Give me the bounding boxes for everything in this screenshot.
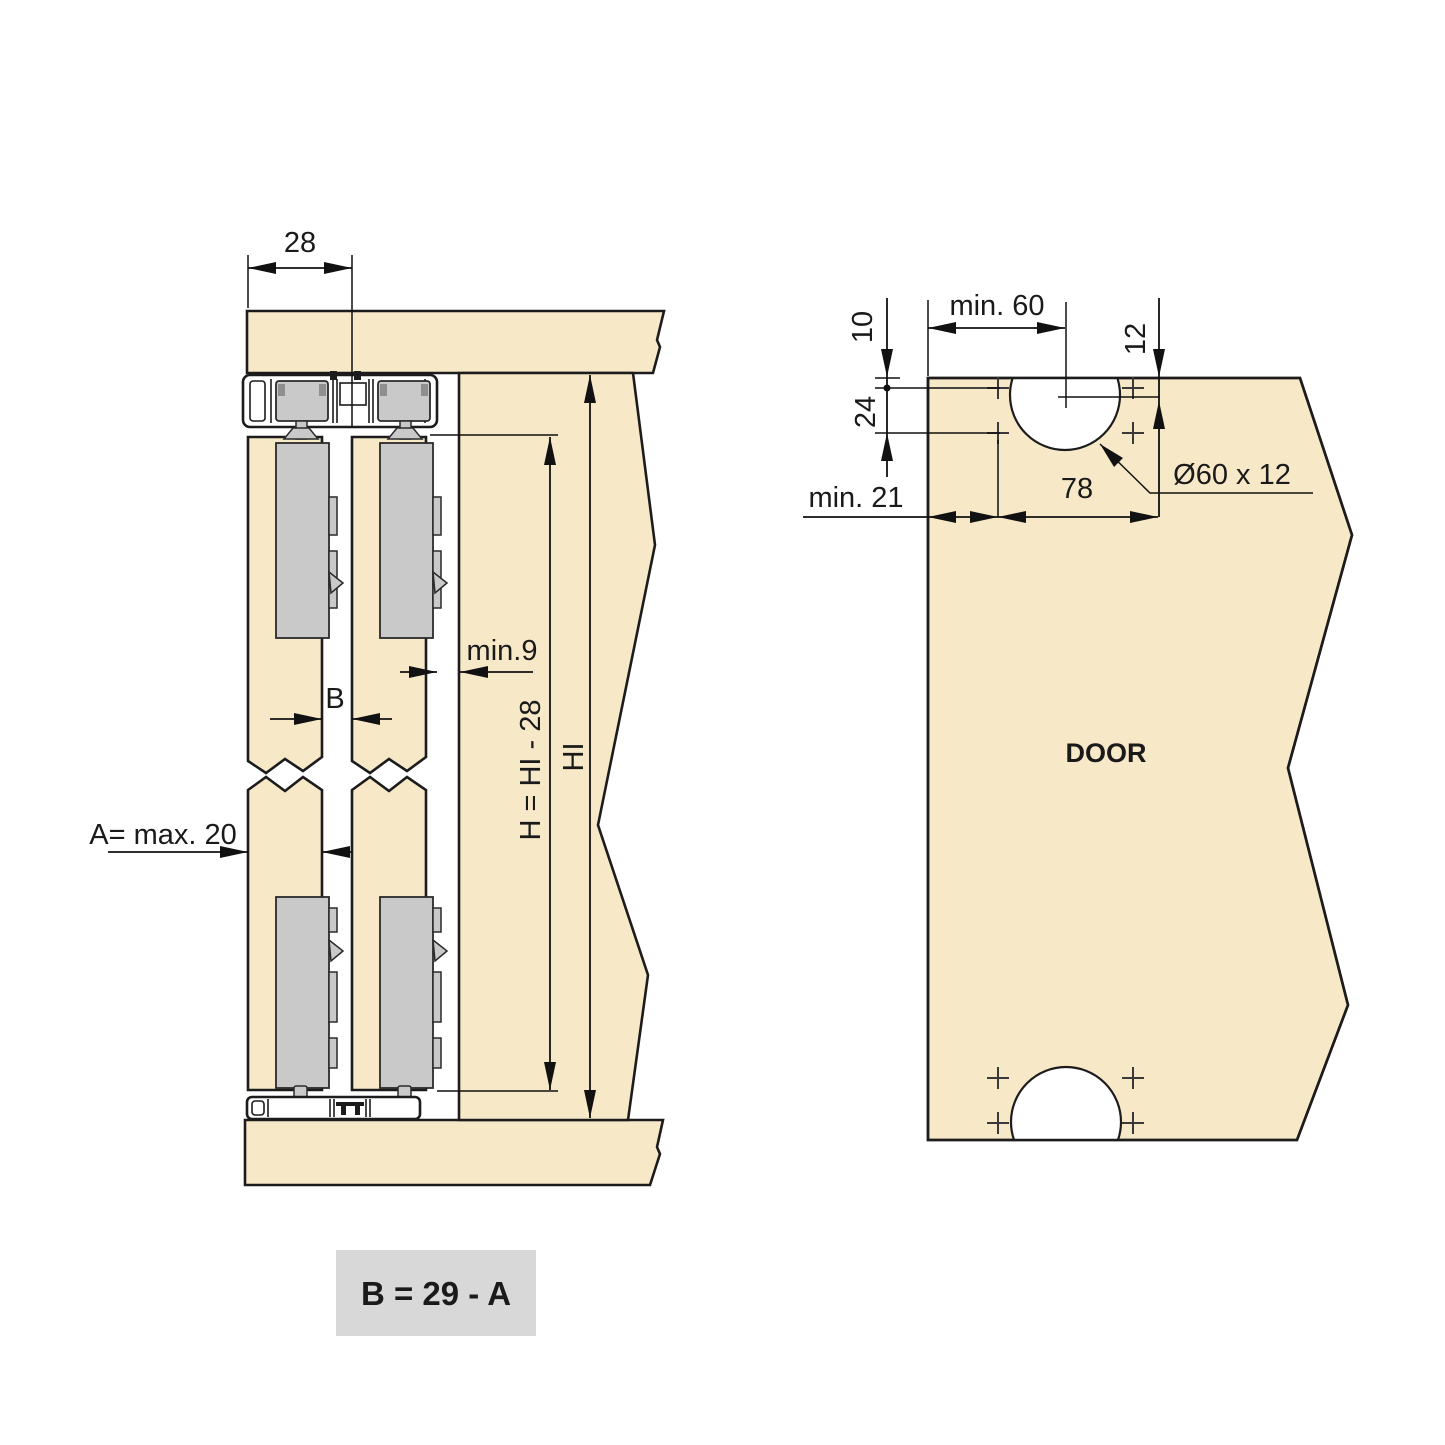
dim-door-gap-label: B	[325, 683, 344, 715]
formula-box: B = 29 - A	[336, 1250, 536, 1336]
dim-door-height-label: H = HI - 28	[515, 699, 547, 840]
formula-label: B = 29 - A	[361, 1275, 511, 1312]
roller-carriage-left	[275, 380, 329, 440]
left-section-view: 28 H = HI - 28 HI min.9	[89, 227, 666, 1336]
bottom-recess-hole	[1009, 1065, 1123, 1140]
roller-carriage-right	[377, 380, 431, 440]
door-panel-outline	[926, 376, 1354, 1142]
door-label: DOOR	[1066, 738, 1147, 768]
dim-door-height: H = HI - 28	[430, 434, 558, 1092]
dim-door-gap: B	[270, 683, 392, 725]
dim-interior-height: HI	[558, 375, 596, 1118]
dim-interior-height-label: HI	[558, 743, 590, 772]
bottom-cabinet-panel	[243, 1118, 665, 1187]
bottom-track-profile	[245, 1085, 422, 1121]
dim-door-thickness: A= max. 20	[89, 819, 352, 858]
dim-track-offset: 28	[247, 227, 353, 426]
dim-row-spacing-label: 24	[850, 396, 882, 428]
side-wall-panel	[457, 371, 657, 1122]
recess-centerlines	[1058, 302, 1160, 408]
dim-min-clearance-label: min.9	[467, 635, 538, 667]
dim-top-edge-offset-label: 10	[847, 311, 879, 343]
dim-min-clearance: min.9	[400, 635, 537, 678]
right-door-view: min. 60 10 24 12 min. 21	[803, 290, 1354, 1142]
dim-min-center-distance: min. 60	[927, 290, 1065, 376]
dim-hole-span-label: 78	[1061, 473, 1093, 505]
top-recess-hole	[1008, 378, 1122, 452]
upper-door-hardware	[275, 442, 449, 639]
dim-door-thickness-label: A= max. 20	[89, 819, 237, 851]
recess-spec-callout: Ø60 x 12	[1099, 443, 1313, 494]
dim-min-center-label: min. 60	[949, 290, 1044, 322]
dim-edge-and-rows: 10 24	[847, 298, 1000, 477]
recess-spec-label: Ø60 x 12	[1173, 459, 1291, 491]
dim-recess-offset: 12	[1120, 298, 1165, 517]
dim-recess-offset-label: 12	[1120, 323, 1152, 355]
dim-bottom-row: min. 21 78	[803, 440, 1158, 523]
lower-door-hardware	[275, 896, 449, 1089]
top-cabinet-panel	[245, 309, 666, 375]
door-recess-holes	[1008, 378, 1123, 1140]
dim-track-offset-label: 28	[284, 227, 316, 259]
dim-min-edge-label: min. 21	[808, 482, 903, 514]
top-track-profile	[241, 371, 439, 440]
